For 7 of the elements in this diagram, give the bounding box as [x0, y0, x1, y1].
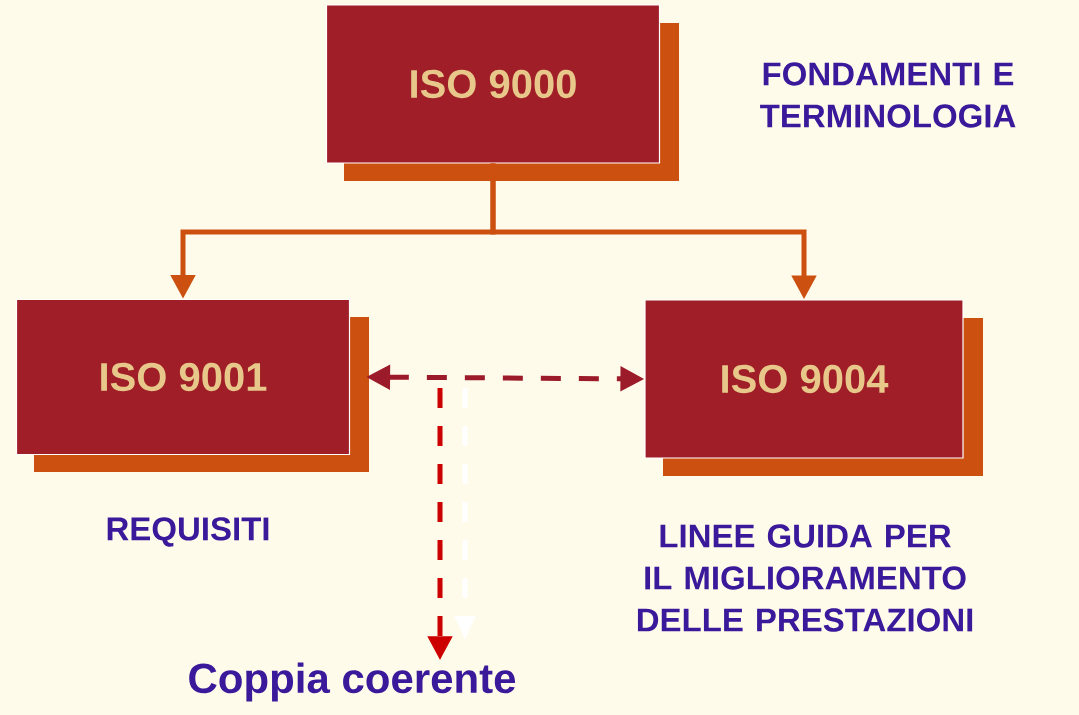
iso-box: ISO 9001 [15, 298, 369, 472]
description-text: LINEE GUIDA PER IL MIGLIORAMENTO DELLE PRESTAZIONI [637, 524, 973, 632]
description-text: FONDAMENTI E TERMINOLOGIA [760, 62, 1016, 128]
iso-box: ISO 9004 [644, 299, 983, 476]
iso-box: ISO 9000 [325, 4, 679, 181]
caption-text: Coppia coerente [189, 662, 516, 702]
description-text: REQUISITI [107, 517, 269, 547]
